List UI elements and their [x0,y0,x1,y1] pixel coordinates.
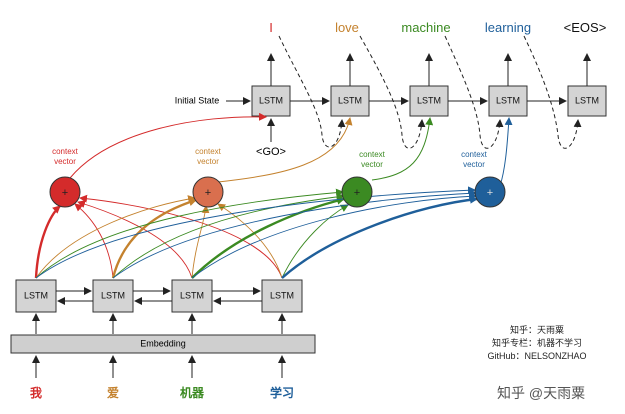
context-curve-1 [69,112,267,179]
context-circle-3 [341,176,373,208]
output-token-2: love [335,20,359,35]
context-circle-1 [49,176,81,208]
encoder-lstm-4 [261,279,303,313]
context-label-3-line1: context [359,150,386,159]
go-label: <GO> [256,146,286,158]
credit-line-1: 知乎：天雨粟 [510,324,564,335]
attn-red-2 [74,203,114,279]
encoder-lstm-2-label: LSTM [101,290,125,300]
attn-blue-4 [281,195,478,279]
credits: 知乎：天雨粟 知乎专栏：机器不学习 GitHub：NELSONZHAO 知乎 @… [487,324,586,401]
attn-orange-2 [111,198,197,279]
feedback-curve-1 [278,35,346,148]
input-token-2: 爱 [107,385,119,400]
decoder-lstm-2-label: LSTM [338,95,362,105]
context-circle-2 [192,176,224,208]
feedback-curve-2 [359,35,426,149]
decoder-lstm-3-label: LSTM [417,95,441,105]
plus-icon-4: + [487,187,493,199]
decoder-lstm-5 [567,85,607,117]
watermark: 知乎 @天雨粟 [497,385,585,401]
context-curve-2 [217,117,353,183]
attn-green-1 [35,188,344,279]
attn-blue-2 [112,189,477,279]
encoder-lstm-1-label: LSTM [24,290,48,300]
initial-state-label: Initial State [175,95,220,105]
attn-green-3 [191,196,345,279]
context-label-2-line2: vector [197,157,219,166]
encoder-lstm-3-label: LSTM [180,290,204,300]
plus-icon-3: + [354,187,360,199]
decoder-row: Initial State LSTM LSTM LSTM LSTM LSTM I… [175,20,607,158]
decoder-lstm-1-label: LSTM [259,95,283,105]
context-curve-3 [371,117,434,181]
embedding-layer [10,334,316,354]
decoder-lstm-5-label: LSTM [575,95,599,105]
context-vectors: + context vector + context vector + cont… [49,147,506,208]
context-label-1-line2: vector [54,157,76,166]
attn-blue-3 [191,192,477,279]
input-token-4: 学习 [270,385,294,400]
input-token-3: 机器 [180,385,205,400]
credit-line-2: 知乎专栏：机器不学习 [492,337,582,348]
feedback-curve-3 [444,35,504,149]
encoder-lstm-4-label: LSTM [270,290,294,300]
encoder-lstm-2 [92,279,134,313]
input-token-1: 我 [30,385,42,400]
attn-red-4 [79,194,283,279]
context-label-2-line1: context [195,147,222,156]
context-label-4-line1: context [461,150,488,159]
attn-blue-1 [35,186,476,279]
embedding-label: Embedding [140,338,186,348]
context-label-3-line2: vector [361,160,383,169]
output-token-5: <EOS> [564,20,607,35]
attn-green-2 [112,192,345,279]
attn-green-4 [281,204,349,279]
credit-line-3: GitHub：NELSONZHAO [487,351,586,361]
feedback-curve-4 [523,35,582,149]
context-curve-4 [499,117,513,187]
decoder-lstm-2 [330,85,370,117]
context-circle-4 [474,176,506,208]
output-token-4: learning [485,20,531,35]
context-label-4-line2: vector [463,160,485,169]
context-label-1-line1: context [52,147,79,156]
decoder-lstm-4-label: LSTM [496,95,520,105]
context-to-decoder [69,112,513,187]
attn-red-3 [77,200,193,279]
attn-orange-1 [35,195,196,279]
plus-icon-2: + [205,187,211,199]
attention-curves [34,186,478,279]
encoder-lstm-3 [171,279,213,313]
attn-red-1 [34,205,61,279]
plus-icon-1: + [62,187,68,199]
output-token-1: I [269,20,273,35]
output-token-3: machine [401,20,450,35]
encoder-lstm-1 [15,279,57,313]
attn-orange-4 [217,203,283,279]
encoder-row: LSTM LSTM LSTM LSTM Embedding 我 爱 机器 学习 [10,279,316,400]
